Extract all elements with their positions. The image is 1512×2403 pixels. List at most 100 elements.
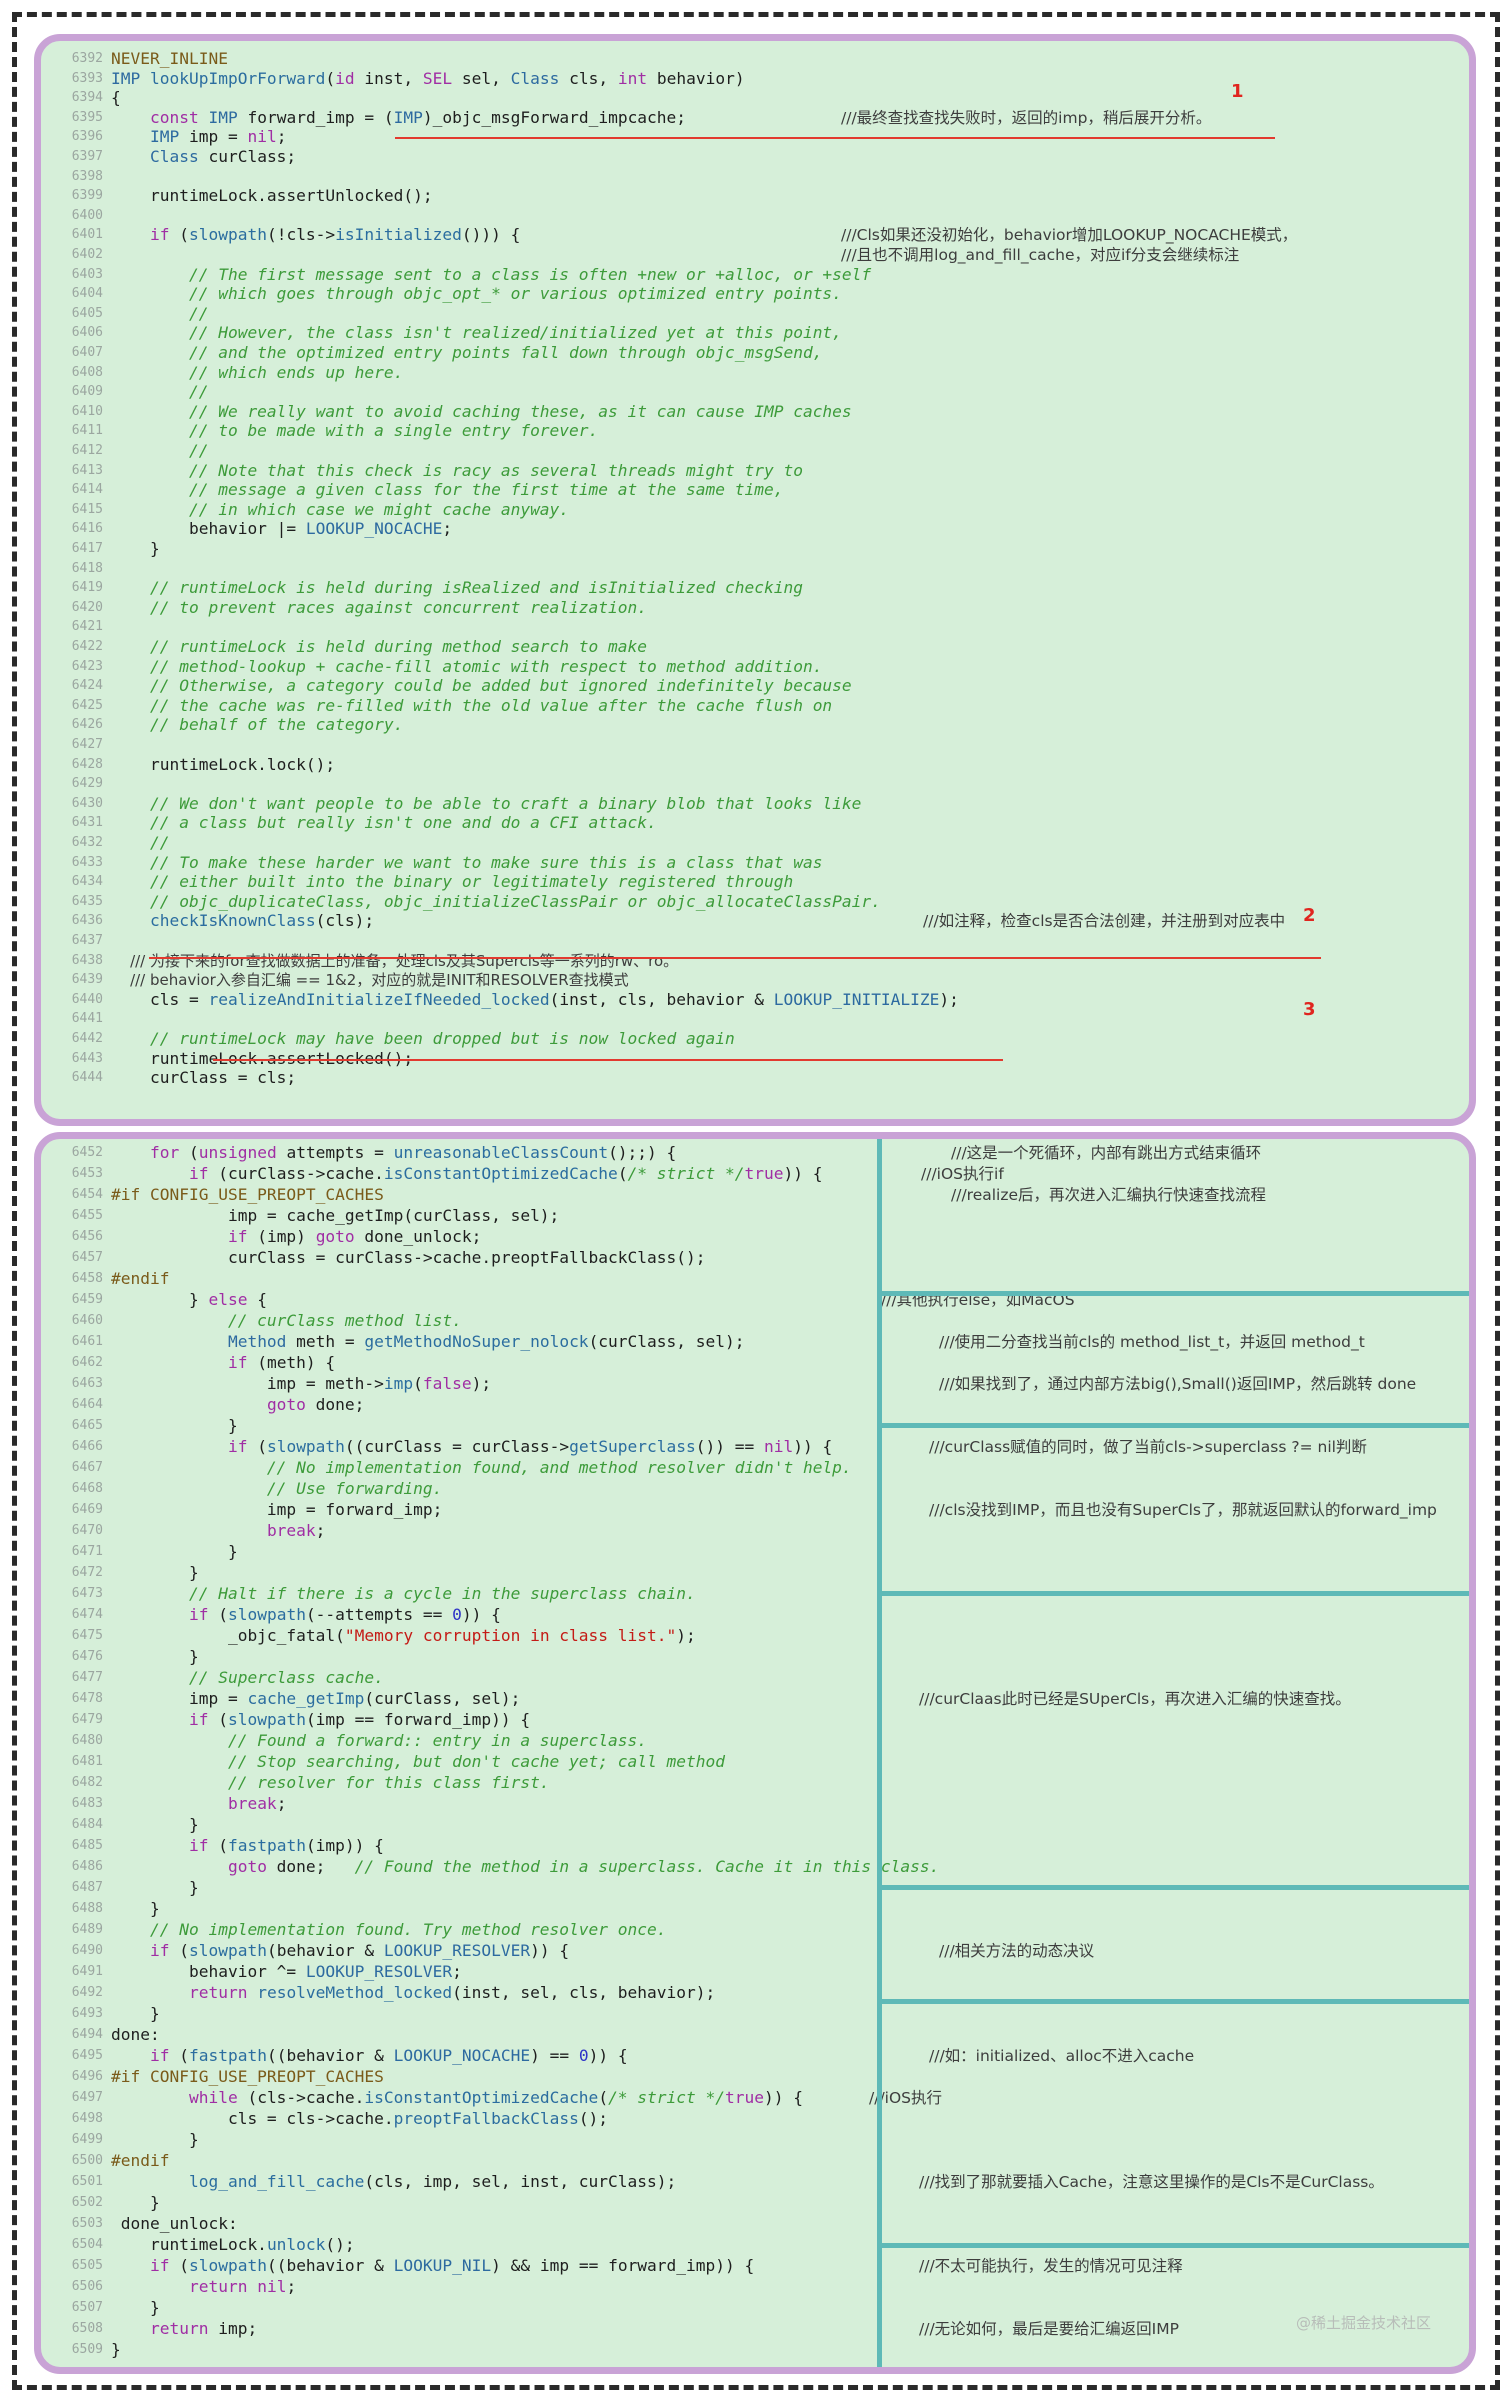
line-number: 6497 — [71, 2090, 103, 2105]
line-number: 6401 — [71, 227, 103, 243]
line-number: 6420 — [71, 599, 103, 615]
code-token: checkIsKnownClass — [149, 911, 316, 931]
line-number: 6477 — [71, 1670, 103, 1685]
code-text: /// 为接下来的for查找做数据上的准备，处理cls及其Supercls等一系… — [111, 951, 678, 971]
code-text: cls = realizeAndInitializeIfNeeded_locke… — [111, 990, 959, 1010]
line-number: 6505 — [71, 2258, 103, 2273]
code-token: ); — [471, 1374, 492, 1393]
line-number: 6506 — [71, 2279, 103, 2294]
code-token: for — [149, 1143, 180, 1162]
code-token: done_unlock; — [354, 1227, 482, 1246]
code-text: // runtimeLock is held during method sea… — [111, 637, 647, 657]
line-number: 6431 — [71, 815, 103, 831]
line-number: 6457 — [71, 1250, 103, 1265]
code-text: // Superclass cache. — [111, 1668, 384, 1688]
code-text: // a class but really isn't one and do a… — [111, 813, 657, 833]
line-number: 6423 — [71, 658, 103, 674]
line-number: 6392 — [71, 51, 103, 66]
line-number: 6414 — [71, 482, 103, 498]
annotation-note: ///iOS执行 — [869, 2089, 943, 2107]
code-text: NEVER_INLINE — [111, 49, 228, 69]
code-text: // the cache was re-filled with the old … — [111, 696, 832, 716]
code-text: } — [111, 1647, 199, 1667]
code-token: slowpath — [227, 1710, 306, 1729]
code-token: } — [111, 1899, 160, 1918]
line-number: 6472 — [71, 1565, 103, 1580]
line-number: 6452 — [71, 1145, 103, 1160]
code-text: return nil; — [111, 2277, 296, 2297]
line-number: 6403 — [71, 266, 103, 282]
line-number: 6468 — [71, 1481, 103, 1496]
code-token: break — [266, 1521, 316, 1540]
code-text: // Stop searching, but don't cache yet; … — [111, 1752, 725, 1772]
code-token: imp = — [111, 1689, 248, 1708]
code-token — [111, 1143, 150, 1162]
code-token: imp = — [179, 127, 248, 147]
line-number: 6425 — [71, 697, 103, 713]
code-token: done; — [305, 1395, 365, 1414]
code-token: // either built into the binary or legit… — [111, 872, 794, 892]
code-token: // — [111, 382, 209, 402]
code-token: if — [227, 1353, 248, 1372]
line-number: 6455 — [71, 1208, 103, 1223]
code-token: // curClass method list. — [111, 1311, 462, 1330]
code-text: } — [111, 2004, 160, 2024]
code-text: // in which case we might cache anyway. — [111, 500, 569, 520]
annotation-note: ///不太可能执行，发生的情况可见注释 — [919, 2257, 1183, 2275]
line-number: 6406 — [71, 325, 103, 341]
line-number: 6422 — [71, 639, 103, 654]
code-text: for (unsigned attempts = unreasonableCla… — [111, 1143, 676, 1163]
code-token: (); — [325, 2235, 355, 2254]
code-token: (curClass, sel); — [364, 1689, 521, 1708]
line-number: 6437 — [71, 933, 103, 948]
line-number: 6421 — [71, 619, 103, 635]
code-text: // — [111, 382, 209, 402]
annotation-note: ///如果找到了，通过内部方法big(),Small()返回IMP，然后跳转 d… — [939, 1375, 1417, 1393]
code-token: ; — [286, 2277, 297, 2296]
code-text: #if CONFIG_USE_PREOPT_CACHES — [111, 1185, 384, 1205]
code-token: // Stop searching, but don't cache yet; … — [111, 1752, 725, 1771]
code-token: // which goes through objc_opt_* or vari… — [111, 284, 842, 304]
line-number: 6409 — [71, 384, 103, 400]
code-token: (!cls-> — [266, 225, 336, 245]
code-text: cls = cls->cache.preoptFallbackClass(); — [111, 2109, 608, 2129]
code-token: preoptFallbackClass — [393, 2109, 579, 2128]
code-token: (curClass, sel); — [588, 1332, 745, 1351]
code-token: slowpath — [266, 1437, 345, 1456]
line-number: 6417 — [71, 541, 103, 556]
code-token: if — [149, 1941, 170, 1960]
annotation-note: ///iOS执行if — [921, 1165, 1004, 1183]
annotation-note: ///cls没找到IMP，而且也没有SuperCls了，那就返回默认的forwa… — [929, 1501, 1437, 1519]
code-token: // Halt if there is a cycle in the super… — [111, 1584, 696, 1603]
code-token: // Superclass cache. — [111, 1668, 384, 1687]
code-token: (curClass->cache. — [208, 1164, 384, 1183]
line-number: 6499 — [71, 2132, 103, 2147]
code-token: } — [111, 539, 160, 558]
code-token: ( — [169, 2256, 189, 2275]
code-text: behavior ^= LOOKUP_RESOLVER; — [111, 1962, 462, 1982]
code-token: Method — [227, 1332, 287, 1351]
code-token: (inst, sel, cls, behavior); — [452, 1983, 716, 2002]
code-token: int — [617, 68, 648, 88]
code-token: curClass = cls; — [111, 1068, 297, 1088]
code-text: /// behavior入参自汇编 == 1&2，对应的就是INIT和RESOL… — [111, 970, 629, 990]
code-text: // — [111, 833, 170, 853]
code-token: fastpath — [227, 1836, 306, 1855]
code-token: break — [227, 1794, 277, 1813]
code-token: // to be made with a single entry foreve… — [111, 421, 599, 441]
code-token: (cls->cache. — [237, 2088, 365, 2107]
code-token: // runtimeLock is held during method sea… — [111, 637, 648, 656]
code-token: if — [149, 2256, 170, 2275]
code-token: ();;) { — [608, 1143, 677, 1162]
code-token: ( — [169, 225, 189, 245]
code-text: // To make these harder we want to make … — [111, 853, 822, 873]
code-token: cls = — [111, 989, 209, 1009]
code-token: if — [227, 1227, 248, 1246]
code-text: // We really want to avoid caching these… — [111, 402, 852, 422]
code-token: ( — [325, 68, 336, 88]
line-number: 6491 — [71, 1964, 103, 1979]
code-token: /// 为接下来的for查找做数据上的准备，处理cls及其Supercls等一系… — [111, 951, 679, 970]
line-number: 6435 — [71, 893, 103, 909]
code-token — [111, 1437, 228, 1456]
line-number: 6411 — [71, 423, 103, 439]
